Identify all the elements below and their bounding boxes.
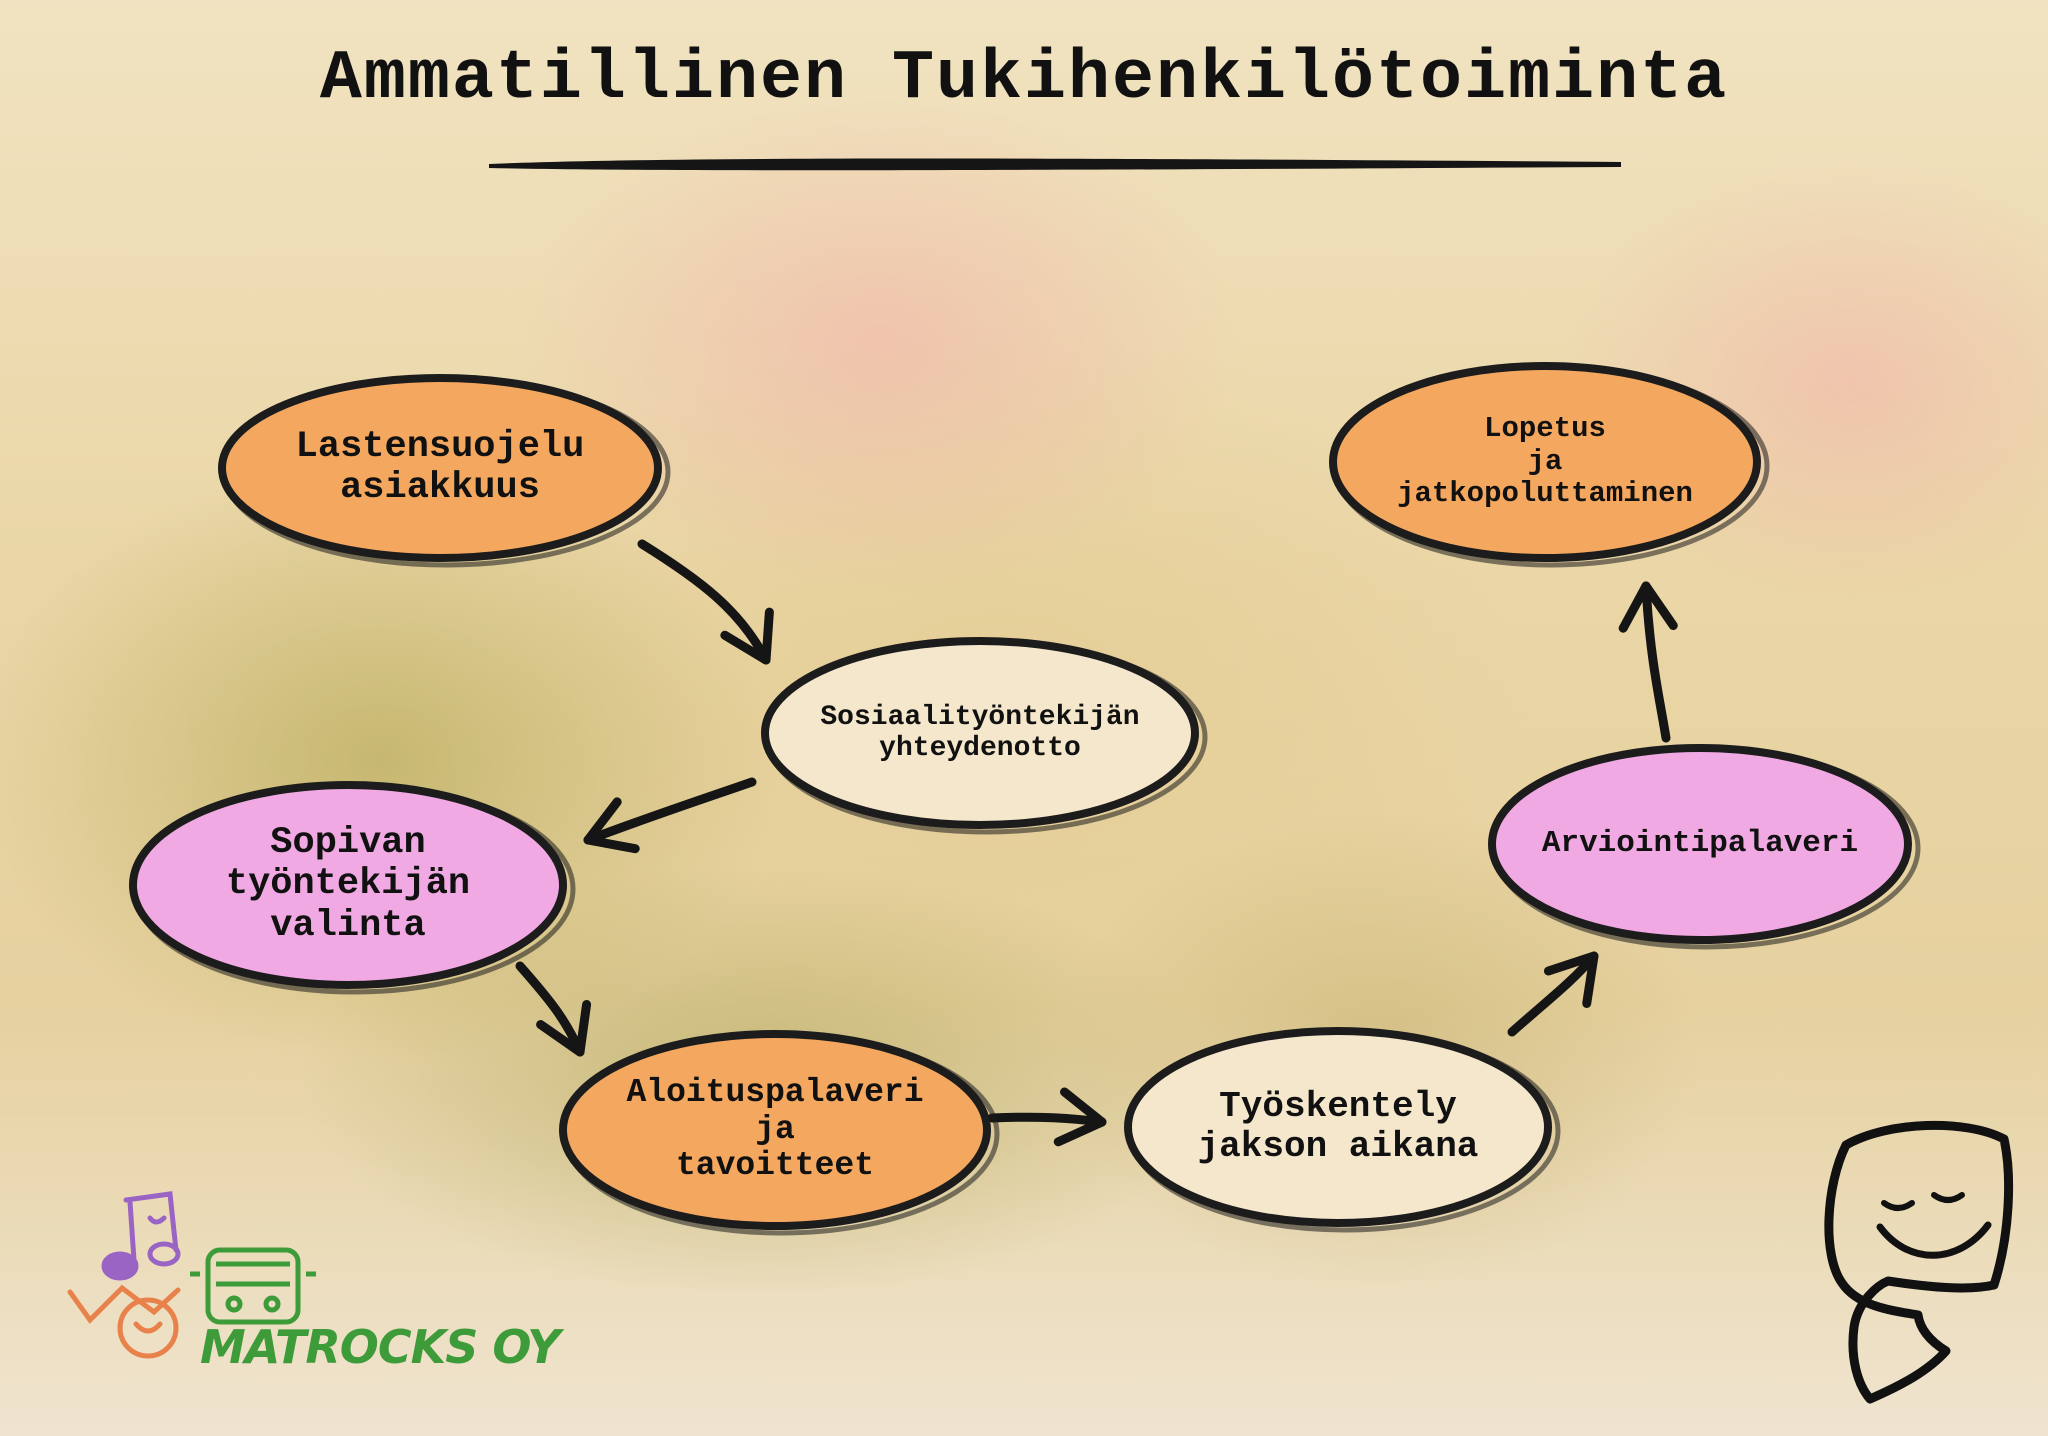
flow-node-sopivan	[129, 781, 576, 995]
matrocks-logo	[67, 1191, 316, 1359]
music-note-face-icon	[101, 1191, 181, 1281]
flow-arrow-aloituspalaveri-to-tyoskentely	[987, 1087, 1107, 1147]
flow-arrow-tyoskentely-to-arviointi	[1507, 951, 1599, 1037]
flow-arrow-sosiaalityontekija-to-sopivan	[583, 777, 757, 854]
flow-node-lastensuojelu	[218, 374, 671, 568]
flow-node-tyoskentely	[1124, 1027, 1561, 1233]
flow-node-label-lopetus: Lopetus ja jatkopoluttaminen	[1397, 412, 1693, 511]
flow-node-lopetus	[1329, 362, 1770, 568]
flow-node-aloituspalaveri	[559, 1030, 1000, 1236]
flow-node-label-arviointi: Arviointipalaveri	[1541, 825, 1859, 861]
title-underline	[489, 158, 1621, 171]
flow-node-label-lastensuojelu: Lastensuojelu asiakkuus	[295, 425, 585, 509]
logo-text: MATROCKS OY	[200, 1320, 560, 1374]
flow-node-label-sopivan: Sopivan työntekijän valinta	[225, 821, 471, 947]
flow-arrow-sopivan-to-aloituspalaveri	[515, 961, 592, 1057]
flow-arrow-lastensuojelu-to-sosiaalityontekija	[637, 539, 774, 665]
flow-node-label-aloituspalaveri: Aloituspalaveri ja tavoitteet	[626, 1073, 924, 1185]
flow-node-arviointi	[1488, 744, 1921, 950]
bus-face-icon	[190, 1247, 316, 1325]
note-face-icon	[67, 1284, 181, 1359]
flow-node-label-tyoskentely: Työskentely jakson aikana	[1197, 1085, 1479, 1167]
flow-arrow-arviointi-to-lopetus	[1618, 581, 1678, 743]
smiling-face-mascot-icon	[1824, 1120, 2014, 1404]
flow-node-sosiaalityontekija	[761, 637, 1208, 835]
page-title: Ammatillinen Tukihenkilötoiminta	[319, 40, 1729, 119]
flow-node-label-sosiaalityontekija: Sosiaalityöntekijän yhteydenotto	[820, 701, 1140, 764]
